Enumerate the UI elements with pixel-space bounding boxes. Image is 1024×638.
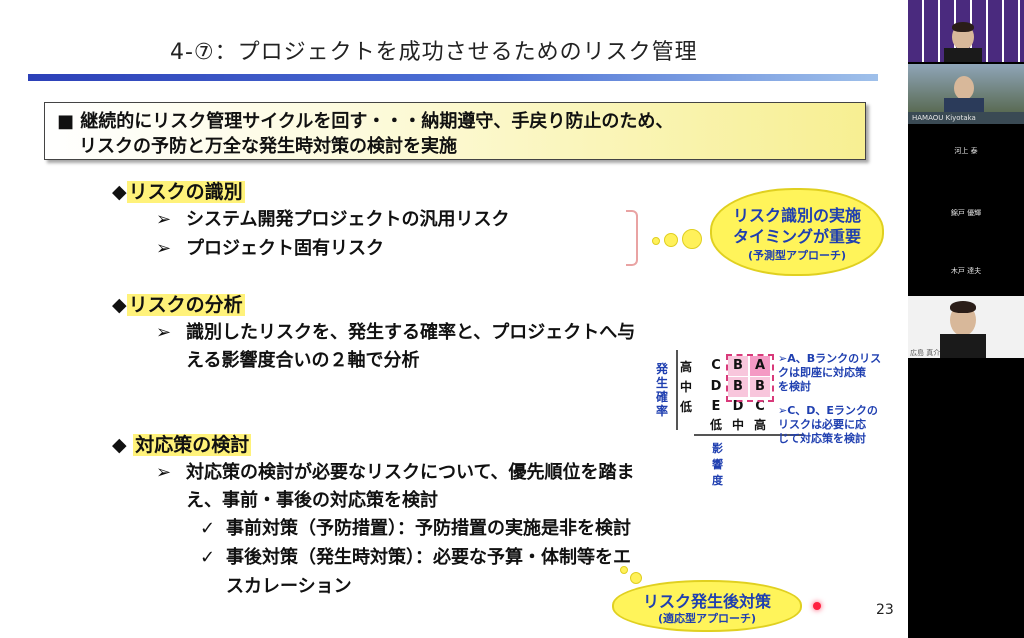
diamond-marker: ◆ — [112, 434, 127, 456]
hair-shape — [952, 22, 974, 32]
participant-name: 木戸 達夫 — [950, 267, 982, 275]
matrix-cell: B — [728, 377, 748, 397]
shared-slide: 4-⑦：プロジェクトを成功させるためのリスク管理 ■ 継続的にリスク管理サイクル… — [0, 0, 908, 638]
heading-text: リスクの分析 — [126, 294, 245, 316]
priority-region-box — [726, 354, 774, 402]
diamond-marker: ◆ — [112, 294, 127, 316]
bullet-item-continued: え、事前・事後の対応策を検討 — [186, 490, 438, 511]
participant-name: HAMAOU Kiyotaka — [912, 114, 976, 122]
bullet-item: ➢システム開発プロジェクトの汎用リスク — [156, 209, 510, 230]
bullet-item-continued: える影響度合いの２軸で分析 — [186, 350, 420, 371]
matrix-cell: C — [755, 399, 765, 414]
participant-tile[interactable] — [908, 0, 1024, 62]
participant-tile[interactable]: 錦戸 優輝 — [908, 200, 1024, 224]
hair-shape — [950, 301, 976, 313]
x-axis-line — [694, 434, 804, 436]
participant-name: 広島 真介 — [910, 349, 941, 357]
matrix-cell: D — [710, 379, 722, 394]
row-label: 高 — [680, 360, 693, 374]
participant-panel: HAMAOU Kiyotaka 河上 泰 錦戸 優輝 木戸 達夫 広島 真介 — [908, 0, 1024, 638]
participant-name: 河上 泰 — [954, 147, 978, 155]
bullet-item: ➢対応策の検討が必要なリスクについて、優先順位を踏ま — [156, 462, 635, 483]
summary-line-2: リスクの予防と万全な発生時対策の検討を実施 — [79, 136, 457, 157]
thought-dot — [682, 229, 702, 249]
participant-tile[interactable]: 河上 泰 — [908, 136, 1024, 160]
check-item-continued: スカレーション — [226, 576, 352, 597]
participant-avatar — [954, 76, 974, 100]
arrow-bullet-icon: ➢ — [156, 462, 172, 483]
matrix-note-cde: ➢C、D、Eランクの リスクは必要に応 じて対応策を検討 — [778, 404, 878, 445]
section-heading-countermeasures: ◆ 対応策の検討 — [112, 430, 252, 457]
row-label: 低 — [680, 400, 693, 414]
shirt-shape — [944, 48, 982, 62]
bullet-item: ➢プロジェクト固有リスク — [156, 238, 384, 259]
thought-dot — [620, 566, 628, 574]
col-label: 高 — [754, 418, 767, 432]
shirt-shape — [944, 98, 984, 112]
check-item: ✓事前対策（予防措置）：予防措置の実施是非を検討 — [200, 518, 631, 539]
thought-dot — [630, 572, 642, 584]
y-axis-line — [676, 350, 678, 430]
title-rule — [28, 74, 878, 81]
check-icon: ✓ — [200, 518, 216, 539]
matrix-cell: B — [728, 356, 748, 376]
callout-cloud-identify: リスク識別の実施 タイミングが重要 (予測型アプローチ) — [710, 188, 884, 276]
participant-tile[interactable]: 木戸 達夫 — [908, 258, 1024, 282]
heading-text: リスクの識別 — [126, 181, 245, 203]
x-axis-label: 影響度 — [712, 442, 723, 487]
matrix-cell: C — [711, 358, 721, 373]
section-heading-analysis: ◆リスクの分析 — [112, 290, 245, 317]
section-heading-identify: ◆リスクの識別 — [112, 177, 245, 204]
summary-line-1: ■ 継続的にリスク管理サイクルを回す・・・納期遵守、手戻り防止のため、 — [57, 111, 674, 132]
arrow-bullet-icon: ➢ — [156, 209, 172, 230]
participant-tile[interactable]: 広島 真介 — [908, 296, 1024, 358]
diamond-marker: ◆ — [112, 181, 127, 203]
page-number: 23 — [876, 602, 894, 618]
callout-cloud-after: リスク発生後対策 (適応型アプローチ) — [612, 580, 802, 632]
brace-shape — [626, 210, 638, 266]
bullet-item: ➢識別したリスクを、発生する確率と、プロジェクトへ与 — [156, 322, 636, 343]
matrix-cell: B — [750, 377, 770, 397]
y-axis-label: 発生確率 — [655, 362, 668, 418]
summary-box: ■ 継続的にリスク管理サイクルを回す・・・納期遵守、手戻り防止のため、 リスクの… — [44, 102, 866, 160]
participant-name: 錦戸 優輝 — [950, 209, 982, 217]
thought-dot — [664, 233, 678, 247]
slide-title: 4-⑦：プロジェクトを成功させるためのリスク管理 — [170, 40, 698, 65]
row-label: 中 — [680, 380, 693, 394]
col-label: 低 — [710, 418, 723, 432]
shirt-shape — [940, 334, 986, 358]
arrow-bullet-icon: ➢ — [156, 322, 172, 343]
check-icon: ✓ — [200, 547, 216, 568]
heading-text: 対応策の検討 — [133, 434, 252, 456]
thought-dot — [652, 237, 660, 245]
check-item: ✓事後対策（発生時対策）：必要な予算・体制等をエ — [200, 547, 631, 568]
matrix-note-ab: ➢A、Bランクのリス クは即座に対応策 を検討 — [778, 352, 882, 393]
matrix-cell: A — [750, 356, 770, 376]
matrix-cell: D — [732, 399, 744, 414]
laser-pointer-icon — [813, 602, 821, 610]
matrix-cell: E — [711, 399, 721, 414]
col-label: 中 — [732, 418, 745, 432]
arrow-bullet-icon: ➢ — [156, 238, 172, 259]
participant-tile[interactable]: HAMAOU Kiyotaka — [908, 64, 1024, 124]
